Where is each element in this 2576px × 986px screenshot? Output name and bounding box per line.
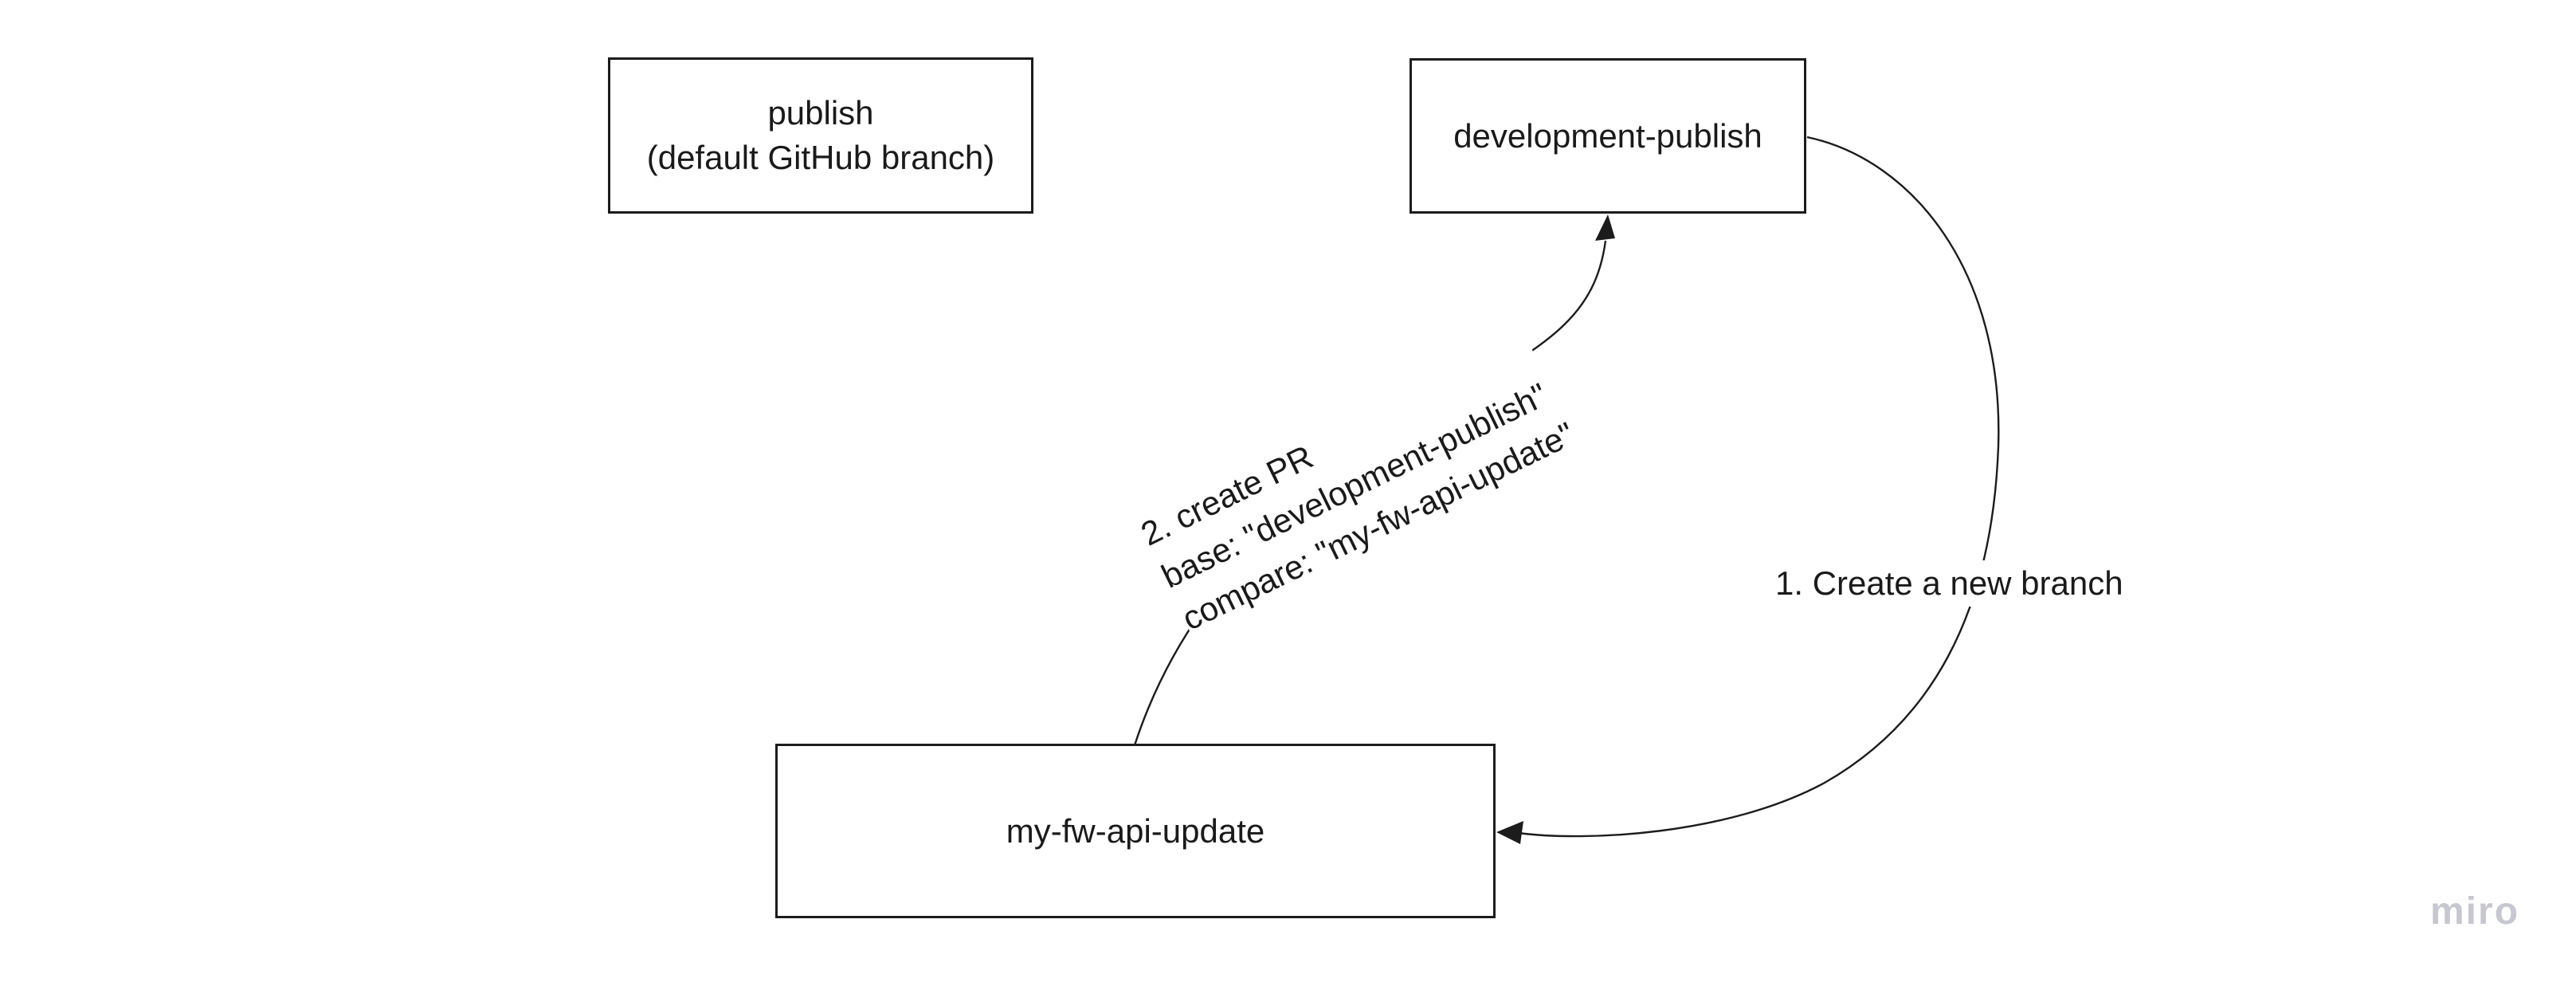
branch-node-development-publish[interactable]: development-publish bbox=[1410, 58, 1806, 214]
branch-node-my-fw-api-update[interactable]: my-fw-api-update bbox=[775, 744, 1496, 918]
branch-node-publish-label-line1: publish bbox=[767, 94, 874, 132]
branch-node-publish-label-line2: (default GitHub branch) bbox=[646, 139, 995, 176]
edge-create-pr-arrowhead-icon bbox=[1595, 214, 1615, 241]
edge-label-create-branch[interactable]: 1. Create a new branch bbox=[1770, 560, 2128, 607]
edge-create-branch-arrowhead-icon bbox=[1496, 821, 1523, 844]
edge-create-branch-connector[interactable] bbox=[1496, 136, 2000, 844]
edge-create-branch-line[interactable] bbox=[1518, 136, 2000, 838]
branch-node-development-publish-label: development-publish bbox=[1453, 116, 1762, 155]
miro-watermark-logo: miro bbox=[2430, 890, 2520, 933]
branch-node-my-fw-api-update-label: my-fw-api-update bbox=[1006, 811, 1265, 850]
branch-node-publish[interactable]: publish (default GitHub branch) bbox=[608, 57, 1033, 214]
